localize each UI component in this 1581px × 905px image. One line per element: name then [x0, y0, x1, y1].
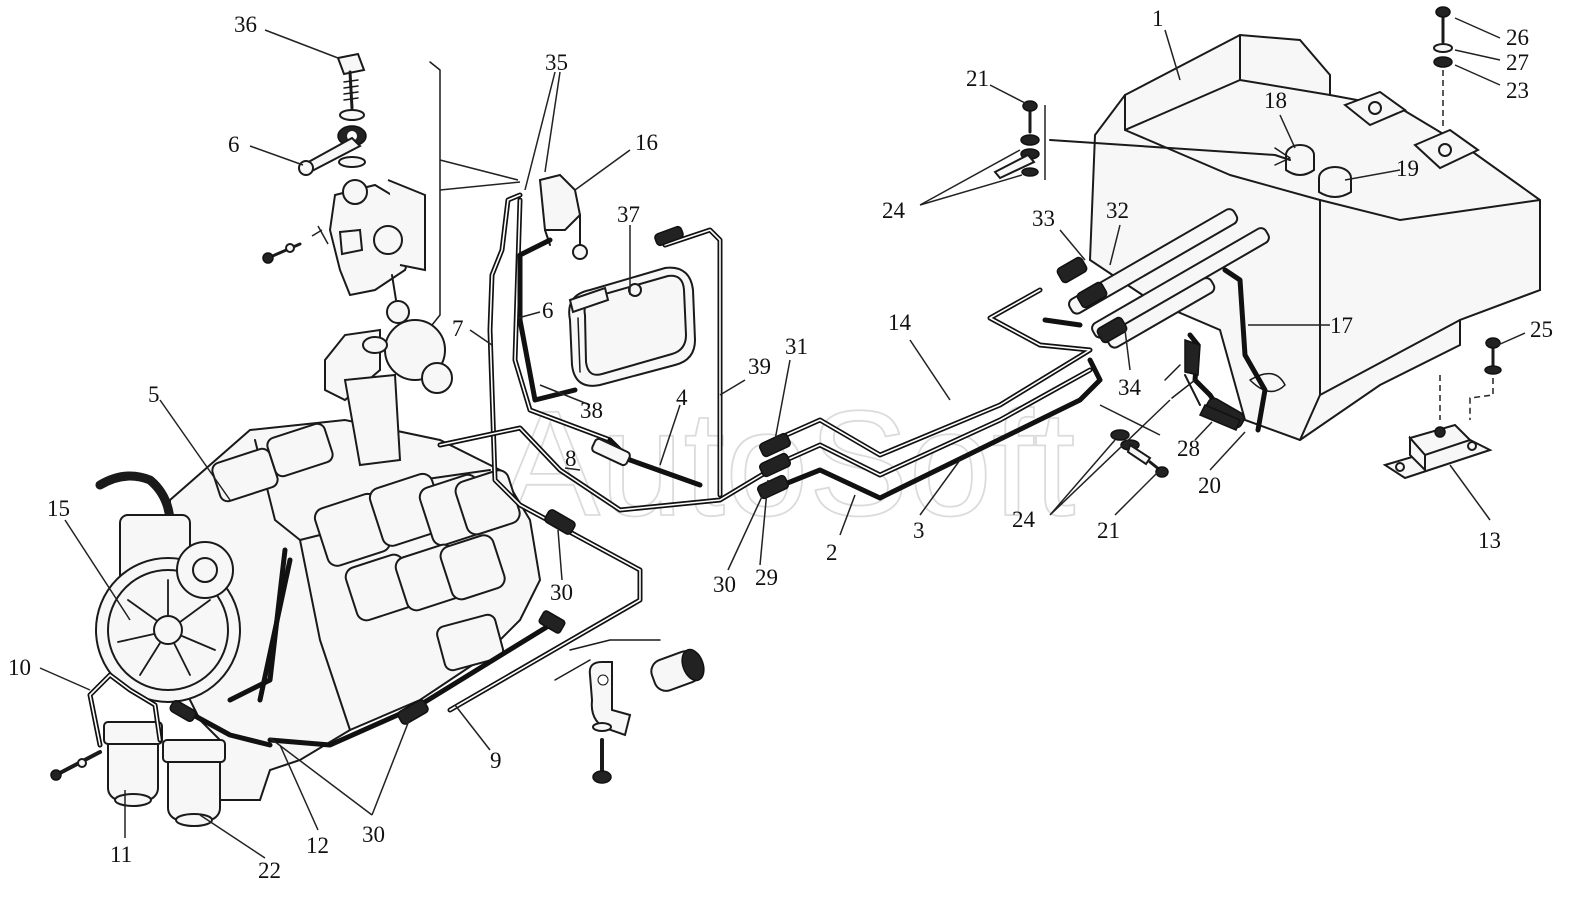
callout-18: 18	[1264, 88, 1287, 113]
fuel-heater-37	[568, 266, 697, 387]
callout-37: 37	[617, 202, 640, 227]
callout-21-top: 21	[966, 66, 989, 91]
callout-20: 20	[1198, 473, 1221, 498]
callout-8: 8	[565, 446, 577, 471]
callout-33: 33	[1032, 206, 1055, 231]
callout-2: 2	[826, 540, 838, 565]
fuel-tank	[1088, 33, 1541, 442]
callout-leaders	[39, 17, 1526, 859]
callout-22: 22	[258, 858, 281, 883]
callout-3: 3	[913, 518, 925, 543]
callout-30-bottom: 30	[362, 822, 385, 847]
callout-28: 28	[1177, 436, 1200, 461]
callout-25: 25	[1530, 317, 1553, 342]
callout-30-mid: 30	[550, 580, 573, 605]
fuel-tee-16	[538, 173, 588, 260]
tank-straps-and-bolts	[993, 100, 1291, 478]
callout-15: 15	[47, 496, 70, 521]
callout-13: 13	[1478, 528, 1501, 553]
callout-10: 10	[8, 655, 31, 680]
callout-36: 36	[234, 12, 257, 37]
callout-38: 38	[580, 398, 603, 423]
callout-26: 26	[1506, 25, 1529, 50]
fuel-filter-fine	[162, 739, 226, 827]
bolt-11	[50, 750, 102, 781]
callout-21-bottom: 21	[1097, 518, 1120, 543]
callout-9: 9	[490, 748, 502, 773]
callout-23: 23	[1506, 78, 1529, 103]
fuel-lines	[87, 192, 1268, 748]
callout-31: 31	[785, 334, 808, 359]
callout-1: 1	[1152, 6, 1164, 31]
clamp-and-sleeve	[538, 610, 705, 784]
pipe-unions	[169, 208, 1270, 725]
callout-27: 27	[1506, 50, 1529, 75]
callout-29: 29	[755, 565, 778, 590]
callout-16: 16	[635, 130, 658, 155]
fuel-filter-coarse	[103, 721, 163, 807]
callout-7: 7	[452, 316, 464, 341]
callout-6: 6	[228, 132, 240, 157]
callout-35: 35	[545, 50, 568, 75]
callout-6-lower: 6	[542, 298, 554, 323]
callout-17: 17	[1330, 313, 1353, 338]
callout-24-bottom: 24	[1012, 507, 1036, 532]
callout-39: 39	[748, 354, 771, 379]
callout-32: 32	[1106, 198, 1129, 223]
tank-mount-bracket-13	[1382, 423, 1493, 480]
tank-cap-bolts	[1433, 6, 1502, 420]
hand-priming-pump	[262, 52, 441, 326]
callout-5: 5	[148, 382, 160, 407]
callout-labels: 36 6 35 16 37 7 6 38 5 15 10 11 22 12 30…	[8, 6, 1553, 883]
callout-34: 34	[1118, 375, 1142, 400]
callout-14: 14	[888, 310, 912, 335]
callout-19: 19	[1396, 156, 1419, 181]
callout-30-right: 30	[713, 572, 736, 597]
callout-24-top: 24	[882, 198, 906, 223]
callout-12: 12	[306, 833, 329, 858]
callout-4: 4	[676, 385, 688, 410]
callout-11: 11	[110, 842, 132, 867]
